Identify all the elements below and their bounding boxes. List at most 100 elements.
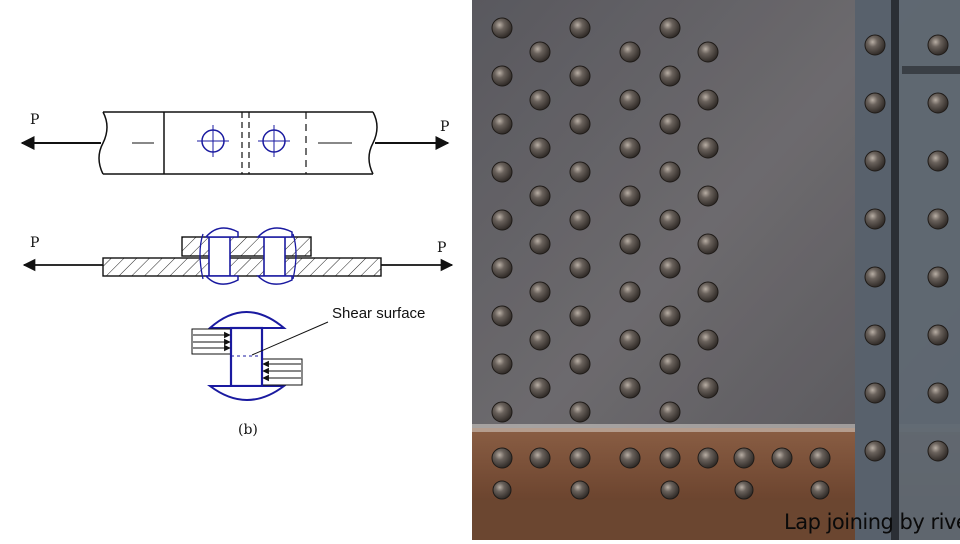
rivet-head [529,281,551,303]
rivet-head [492,480,512,500]
rivet-head [864,150,886,172]
rivet-head [697,89,719,111]
rivet-head [927,34,949,56]
rivet-head [659,209,681,231]
rivet-head [659,353,681,375]
rivet-hole-right [258,125,290,157]
rivet-head-top [207,311,287,329]
rivet-head [659,305,681,327]
rivet-section-left [199,227,239,285]
rivet-head [697,185,719,207]
shear-surface-label: Shear surface [332,305,425,322]
rivet-head [771,447,793,469]
rivet-head [619,329,641,351]
diagram-svg: P P P P [20,111,454,438]
rivet-head [864,208,886,230]
rivet-head [659,17,681,39]
rivet-head [619,233,641,255]
rivet-head [529,41,551,63]
rivet-head [619,137,641,159]
rivet-head [864,266,886,288]
rivet-head [697,41,719,63]
rivet-head [529,185,551,207]
photo-caption: Lap joining by rivets [784,510,960,534]
rivet-head [529,233,551,255]
rivet-joint-diagram: P P P P [0,0,472,540]
rivet-head [697,137,719,159]
rivet-head [491,65,513,87]
rivet-head [491,353,513,375]
rivet-head [529,137,551,159]
rivet-head [659,161,681,183]
rivet-head [697,377,719,399]
rivet-hole-left [197,125,229,157]
rivet-head [569,17,591,39]
rivet-head [659,447,681,469]
rivet-head [697,281,719,303]
rivet-head [570,480,590,500]
section-view: P P [22,227,454,285]
plan-plate-outline [98,111,378,175]
rivet-head [529,447,551,469]
bottom-plate [102,257,382,277]
rivet-head [569,401,591,423]
plan-view: P P [20,111,449,175]
rivet-head [569,257,591,279]
rivet-head [660,480,680,500]
rivet-head [491,401,513,423]
rivet-head [659,65,681,87]
rivet-head [697,233,719,255]
rivet-head [491,113,513,135]
rivet-shear-detail: Shear surface (b) [191,305,425,438]
rivet-head [864,382,886,404]
rivet-head [491,447,513,469]
rivet-head [529,377,551,399]
force-label-left-top: P [30,112,39,128]
rivet-head [619,41,641,63]
rivet-head [569,447,591,469]
rivet-head [491,161,513,183]
rivet-head [659,401,681,423]
rivet-head [697,447,719,469]
riveted-plate-photo: Lap joining by rivets [472,0,960,540]
photo-svg [472,0,960,540]
rivet-shank [229,326,264,388]
rivet-head [864,324,886,346]
rivet-head [619,447,641,469]
rivet-head [927,382,949,404]
load-arrows-left [191,328,231,355]
rivet-head [697,329,719,351]
rivet-head [619,89,641,111]
rivet-head [619,377,641,399]
rivet-head [569,209,591,231]
rivet-head [569,305,591,327]
rivet-head [927,440,949,462]
load-arrows-right [262,358,303,386]
rivet-head [927,208,949,230]
rivet-head [619,281,641,303]
rivet-head [733,447,755,469]
shear-leader-line [251,321,329,356]
plate-edge-highlight [472,424,960,432]
rivet-head [569,161,591,183]
rivet-head [491,17,513,39]
rivet-head [864,34,886,56]
rivet-head [569,353,591,375]
rivet-head [491,209,513,231]
rivet-head [569,113,591,135]
rivet-head [569,65,591,87]
rivet-head [491,305,513,327]
rivet-head [659,257,681,279]
rivet-head [809,447,831,469]
rivet-head [734,480,754,500]
force-label-left-mid: P [30,235,39,251]
rivet-head [927,150,949,172]
rivet-head [619,185,641,207]
force-label-right-top: P [440,119,449,135]
right-plate-seam [902,66,960,74]
force-label-right-mid: P [437,240,446,256]
rivet-head [927,92,949,114]
figure-label: (b) [238,422,258,438]
rivet-head [864,440,886,462]
rivet-section-right [256,227,297,285]
